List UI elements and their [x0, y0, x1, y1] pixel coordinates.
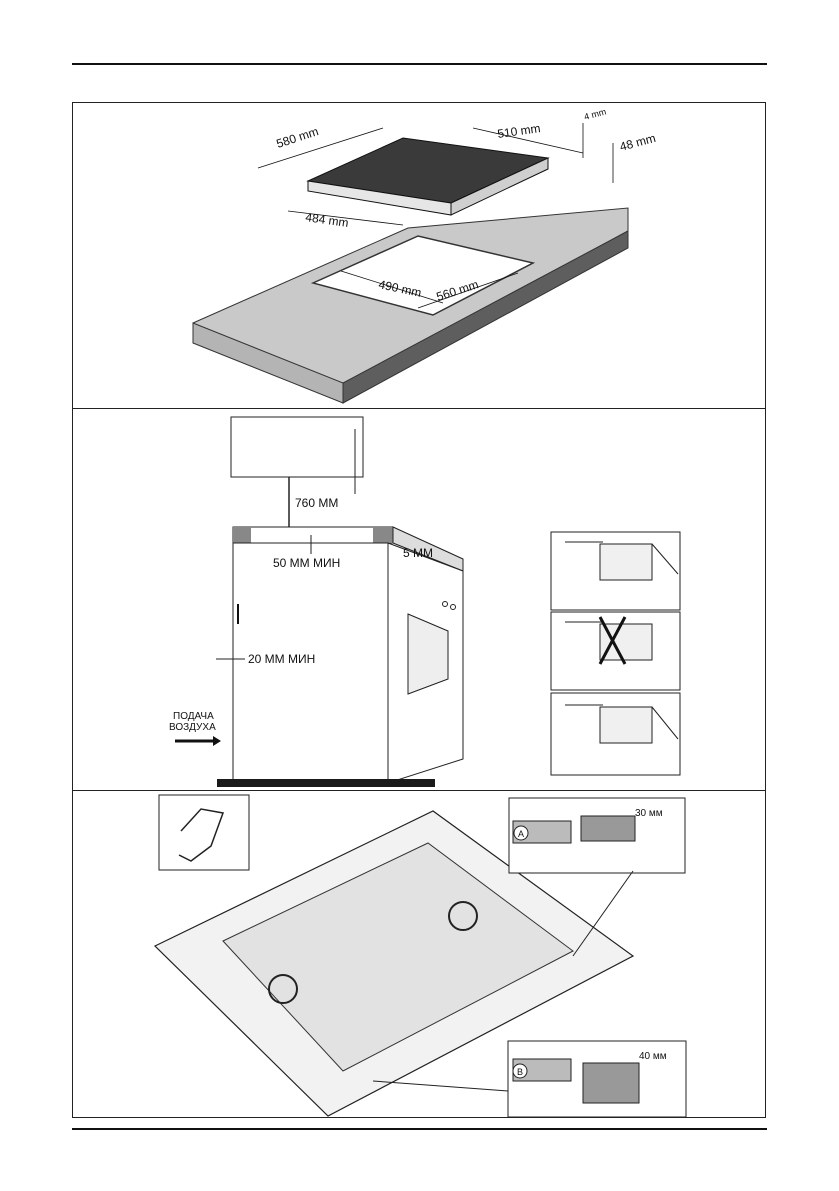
- cabinet-body: [232, 542, 389, 784]
- dim-484-label: 484 mm: [305, 210, 350, 230]
- detail-a-profile: [512, 820, 572, 844]
- cross-line-2: [598, 616, 627, 665]
- bracket-icon: [178, 808, 225, 862]
- footer-rule: [72, 1128, 767, 1130]
- wall-cabinet: [230, 416, 364, 478]
- hob-side-edge: [450, 157, 549, 216]
- dim-line-490: [340, 270, 444, 304]
- panel-mounting: A 30 мм B 40 мм: [73, 791, 765, 1118]
- gap-20-label: 20 MM МИН: [248, 652, 315, 666]
- bracket-inset: [158, 794, 250, 871]
- fan-right: [448, 901, 478, 931]
- detail-b-letter: B: [517, 1067, 523, 1077]
- clearance-760-label: 760 MM: [295, 496, 338, 510]
- hob-in-counter: [232, 526, 394, 544]
- panel-hob-dimensions: 580 mm 510 mm 4 mm 48 mm 484 mm 490 mm 5…: [73, 103, 765, 409]
- oven-knob-2: [450, 604, 456, 610]
- header-rule: [72, 63, 767, 65]
- illustration-frame: 580 mm 510 mm 4 mm 48 mm 484 mm 490 mm 5…: [72, 102, 766, 1118]
- oven-knob-1: [442, 601, 448, 607]
- detail-a-leader: [572, 870, 634, 957]
- air-supply-line2: ВОЗДУХА: [169, 722, 216, 733]
- panel-ventilation: 760 MM 50 MM МИН 5 MM 20 MM МИН ПОДА: [73, 409, 765, 791]
- gap-50-label: 50 MM МИН: [273, 556, 340, 570]
- detail-a-letter: A: [518, 829, 524, 839]
- dim-line-510: [472, 127, 584, 154]
- dim-line-484: [287, 210, 404, 226]
- detail-b-worktop: [582, 1062, 640, 1104]
- floor-bar: [217, 779, 435, 787]
- air-in-arrowhead: [213, 736, 221, 746]
- fan-left: [268, 974, 298, 1004]
- cutout-hole: [310, 235, 536, 316]
- ventilation-drawing: 760 MM 50 MM МИН 5 MM 20 MM МИН ПОДА: [169, 416, 681, 787]
- detail-a-worktop: [580, 815, 636, 842]
- detail-correct-2: [550, 692, 681, 776]
- countertop-edge: [342, 230, 629, 404]
- detail-b-leader: [372, 1080, 509, 1092]
- detail-a-dim: 30 мм: [635, 808, 663, 819]
- hob-cutout-drawing: 580 mm 510 mm 4 mm 48 mm 484 mm 490 mm 5…: [192, 106, 657, 404]
- detail-b-marker: [512, 1063, 528, 1079]
- detail-wrong: [550, 611, 681, 691]
- detail-correct-1: [550, 531, 681, 611]
- dim-line-560: [417, 272, 519, 309]
- counter-hatch-left: [233, 527, 251, 543]
- detail-b-dim: 40 мм: [639, 1051, 667, 1062]
- gap-5-label: 5 MM: [403, 546, 433, 560]
- air-supply-line1: ПОДАЧА: [173, 711, 214, 722]
- hob-chassis: [222, 842, 574, 1072]
- mounting-drawing: A 30 мм B 40 мм: [153, 794, 687, 1118]
- dim-48-label: 48 mm: [618, 131, 657, 154]
- detail-a-marker: [513, 825, 529, 841]
- dim-580-label: 580 mm: [275, 124, 321, 151]
- dim-4-label: 4 mm: [583, 106, 607, 121]
- dim-510-label: 510 mm: [496, 121, 541, 141]
- oven-window: [407, 613, 449, 695]
- dim-line-580: [257, 127, 384, 169]
- counter-hatch-right: [373, 527, 395, 543]
